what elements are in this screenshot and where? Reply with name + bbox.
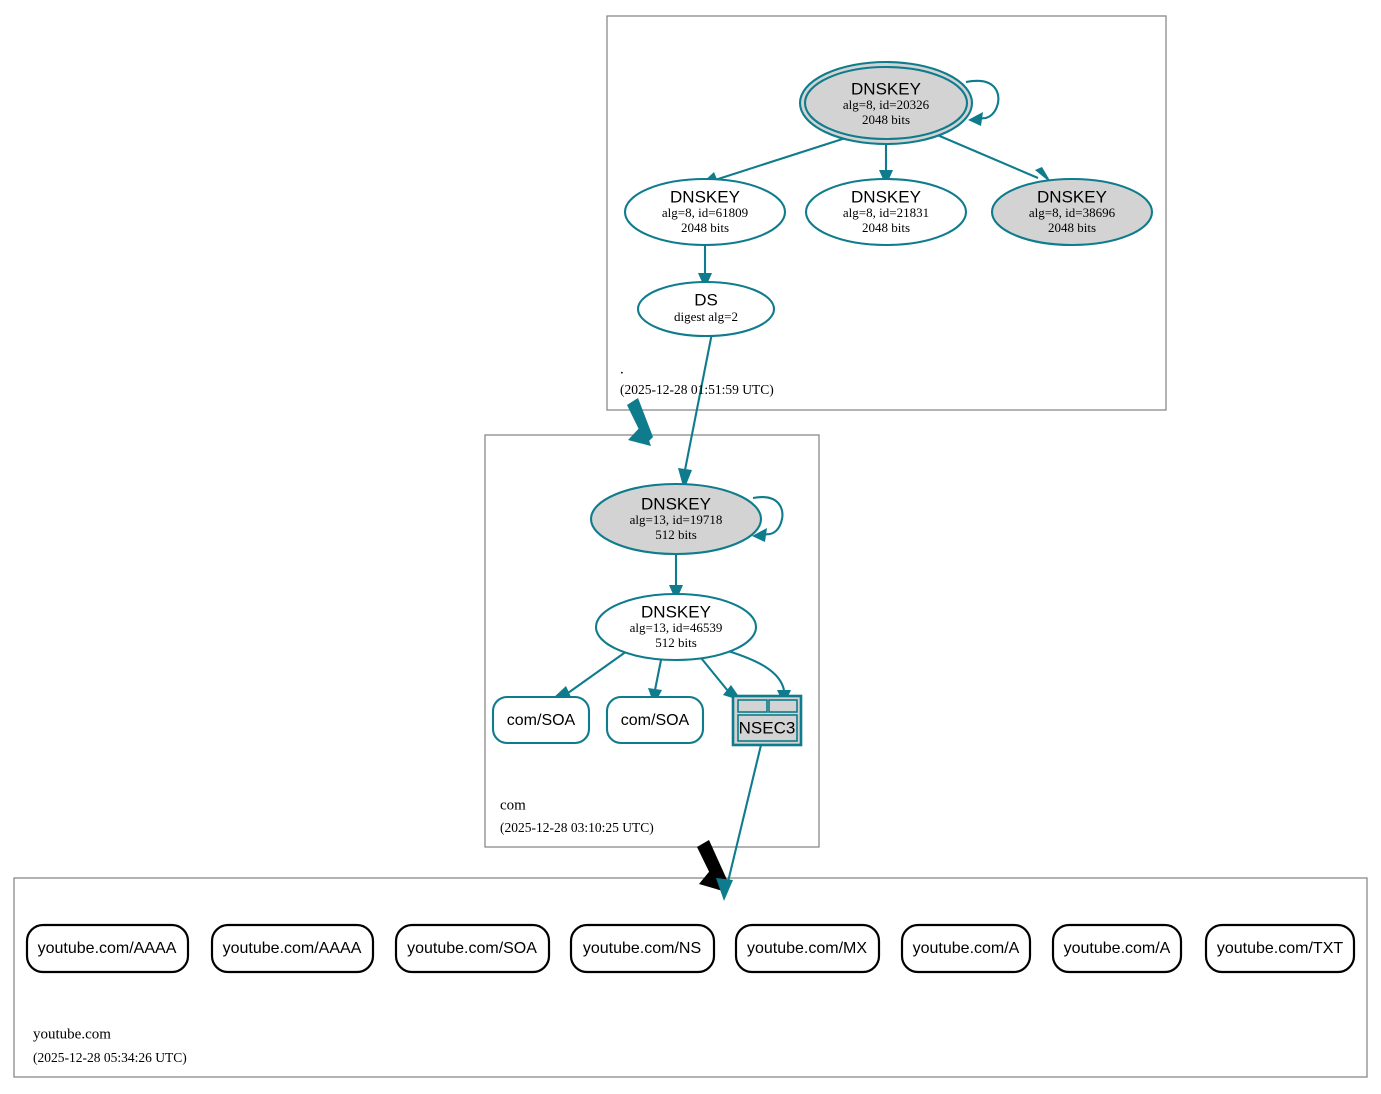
node-line2: alg=8, id=38696 [1029, 205, 1116, 220]
node-title: DNSKEY [641, 494, 711, 513]
node-title: com/SOA [507, 712, 576, 729]
node-rrset-youtube-a-2[interactable]: youtube.com/A [1051, 923, 1183, 974]
node-title: youtube.com/AAAA [223, 940, 362, 957]
node-rrset-youtube-mx[interactable]: youtube.com/MX [734, 923, 881, 974]
node-title: youtube.com/MX [747, 940, 867, 957]
node-title: DNSKEY [641, 602, 711, 621]
zone-label-youtube: youtube.com [33, 1026, 111, 1042]
edge-root-ksk-self-sign [965, 79, 1000, 126]
node-rrset-youtube-txt[interactable]: youtube.com/TXT [1204, 923, 1356, 974]
node-dnskey-root-21831[interactable]: DNSKEY alg=8, id=21831 2048 bits [804, 177, 968, 247]
node-title: youtube.com/NS [583, 940, 701, 957]
edge-com-ksk-self-sign [752, 496, 784, 542]
delegation-arrow-com-to-youtube [697, 840, 728, 891]
node-rrset-youtube-a-1[interactable]: youtube.com/A [900, 923, 1032, 974]
node-title: DNSKEY [851, 187, 921, 206]
node-title: youtube.com/A [1064, 940, 1171, 957]
node-line2: alg=13, id=46539 [630, 620, 723, 635]
node-title: DNSKEY [851, 79, 921, 98]
zone-label-root: . [620, 361, 624, 377]
node-line2: alg=8, id=20326 [843, 97, 930, 112]
zone-timestamp-com: (2025-12-28 03:10:25 UTC) [500, 820, 654, 835]
zone-box-youtube [13, 877, 1368, 1078]
node-dnskey-root-61809[interactable]: DNSKEY alg=8, id=61809 2048 bits [623, 177, 787, 247]
node-line3: 2048 bits [862, 220, 910, 235]
delegation-arrow-root-to-com [627, 398, 653, 446]
node-title: com/SOA [621, 712, 690, 729]
node-title: DS [694, 290, 718, 309]
node-title: DNSKEY [1037, 187, 1107, 206]
edge-com-zsk-to-soa-1 [552, 650, 628, 699]
node-rrset-youtube-aaaa-2[interactable]: youtube.com/AAAA [210, 923, 375, 974]
edge-com-zsk-to-nsec3-a [696, 652, 742, 701]
node-rrset-youtube-soa[interactable]: youtube.com/SOA [394, 923, 551, 974]
node-dnskey-root-38696[interactable]: DNSKEY alg=8, id=38696 2048 bits [990, 177, 1154, 247]
node-dnskey-com-46539[interactable]: DNSKEY alg=13, id=46539 512 bits [594, 592, 758, 662]
zone-label-com: com [500, 797, 526, 813]
node-title: youtube.com/SOA [407, 940, 537, 957]
node-title: NSEC3 [739, 718, 796, 737]
node-line3: 2048 bits [862, 112, 910, 127]
edge-root-ds-to-com-ksk [678, 332, 714, 490]
node-rrset-com-soa-1[interactable]: com/SOA [491, 695, 591, 745]
edge-root-ksk-to-38696 [934, 133, 1052, 184]
node-title: youtube.com/A [913, 940, 1020, 957]
node-rrset-youtube-aaaa-1[interactable]: youtube.com/AAAA [25, 923, 190, 974]
zone-timestamp-root: (2025-12-28 01:51:59 UTC) [620, 382, 774, 397]
node-title: youtube.com/AAAA [38, 940, 177, 957]
node-line2: digest alg=2 [674, 309, 738, 324]
node-line3: 2048 bits [1048, 220, 1096, 235]
node-rrset-com-soa-2[interactable]: com/SOA [605, 695, 705, 745]
node-line3: 512 bits [655, 635, 697, 650]
node-title: youtube.com/TXT [1217, 940, 1344, 957]
node-line3: 512 bits [655, 527, 697, 542]
edge-nsec3-to-youtube [716, 744, 763, 901]
node-nsec3-com[interactable]: NSEC3 [731, 694, 803, 747]
node-dnskey-root-20326[interactable]: DNSKEY alg=8, id=20326 2048 bits [798, 60, 974, 146]
zone-box-root [606, 15, 1167, 411]
node-line2: alg=8, id=21831 [843, 205, 929, 220]
node-line2: alg=13, id=19718 [630, 512, 723, 527]
zone-timestamp-youtube: (2025-12-28 05:34:26 UTC) [33, 1050, 187, 1065]
node-line3: 2048 bits [681, 220, 729, 235]
node-rrset-youtube-ns[interactable]: youtube.com/NS [569, 923, 716, 974]
node-title: DNSKEY [670, 187, 740, 206]
node-line2: alg=8, id=61809 [662, 205, 748, 220]
edge-root-ksk-to-61809 [700, 134, 856, 185]
node-ds-root[interactable]: DS digest alg=2 [636, 280, 776, 338]
node-dnskey-com-19718[interactable]: DNSKEY alg=13, id=19718 512 bits [589, 482, 763, 556]
